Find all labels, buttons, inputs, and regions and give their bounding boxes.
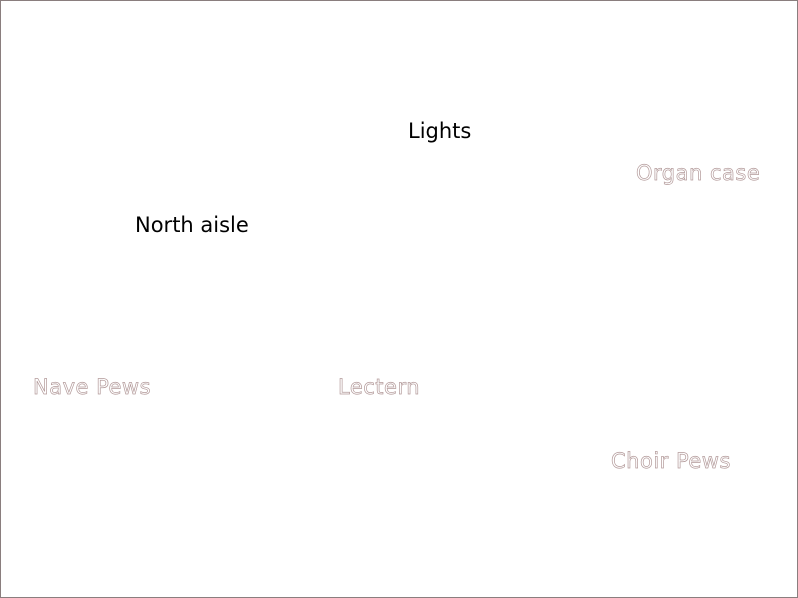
organ-case-label: Organ case: [636, 161, 761, 186]
nave-pews-label: Nave Pews: [33, 375, 152, 400]
lectern-label: Lectern: [338, 375, 421, 400]
lights-label: Lights: [408, 119, 472, 143]
choir-pews-label: Choir Pews: [611, 449, 731, 474]
north-aisle-label: North aisle: [135, 213, 249, 237]
